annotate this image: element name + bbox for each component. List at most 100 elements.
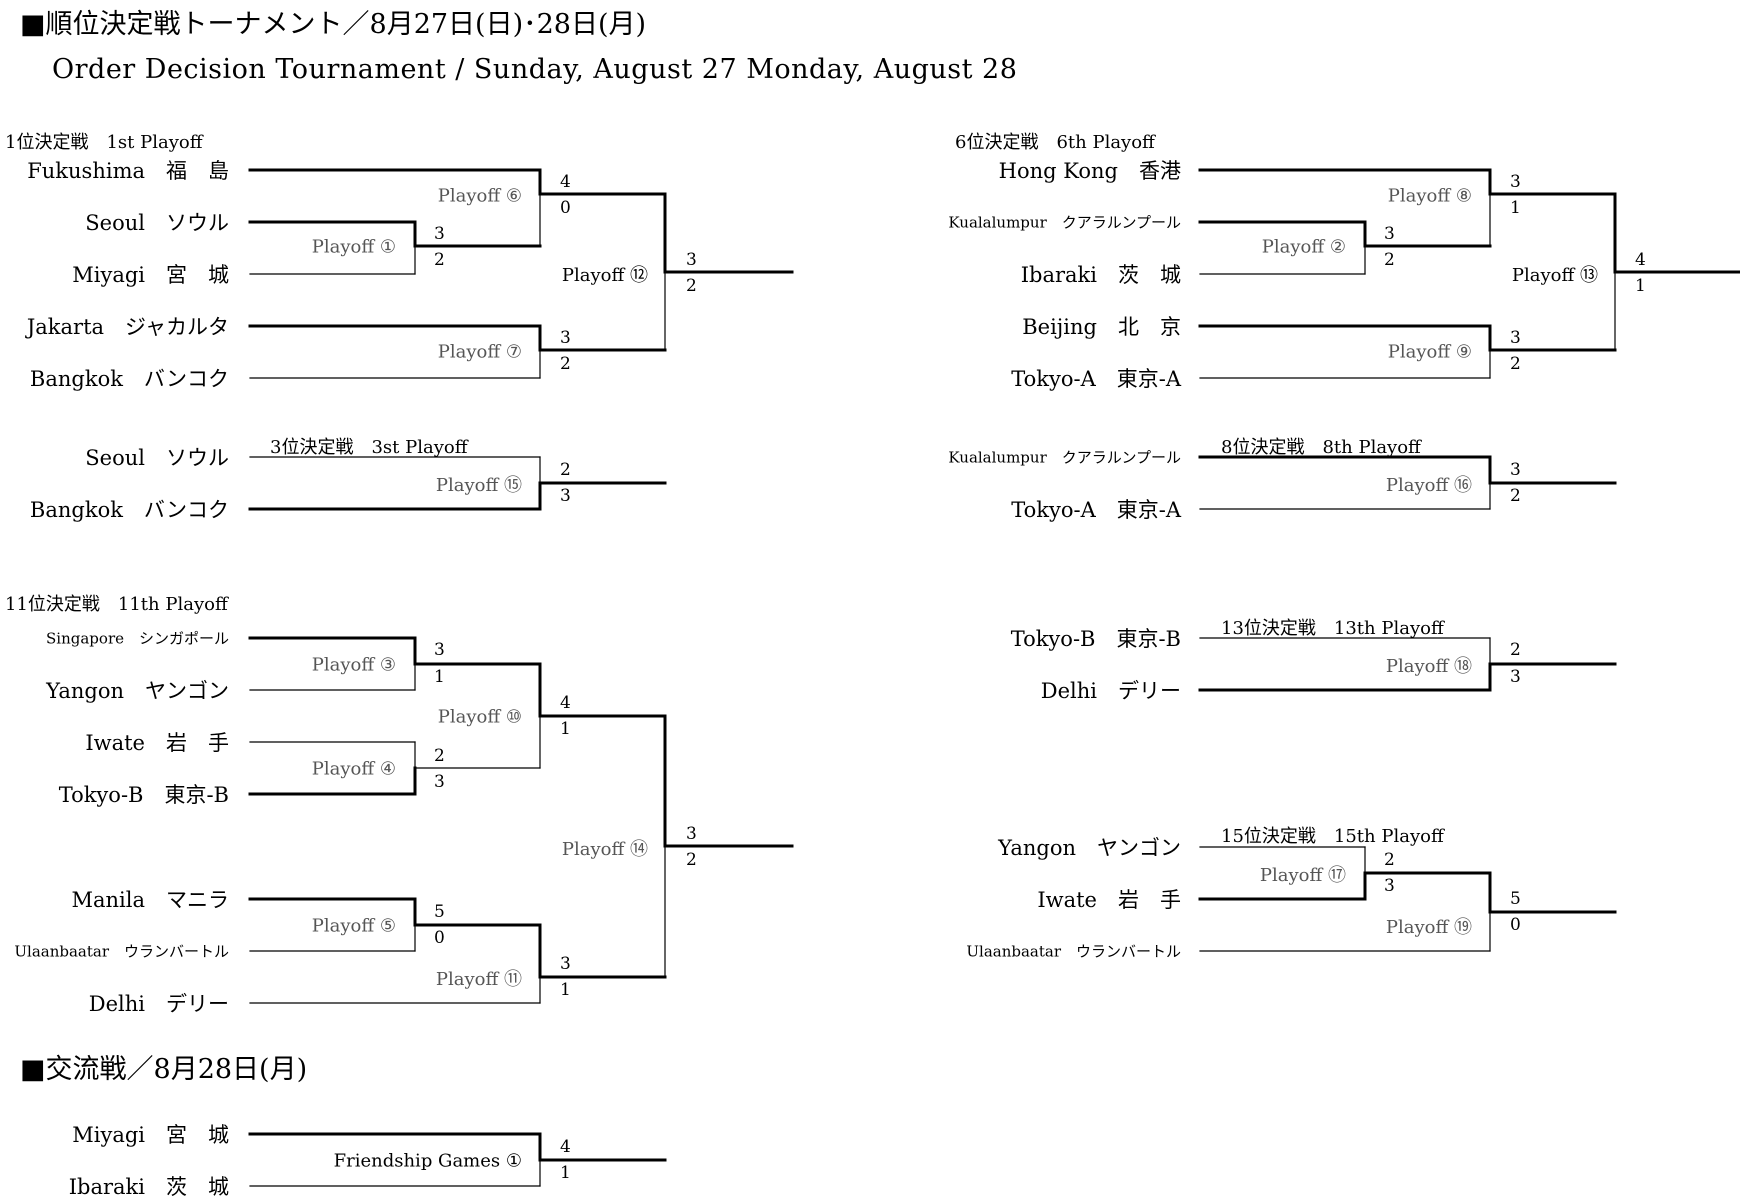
- team-name: Ulaanbaatar ウランバートル: [14, 942, 229, 961]
- match-label: Playoff ⑭: [561, 839, 648, 860]
- score-bottom: 2: [1510, 486, 1521, 506]
- match-label: Playoff ⑯: [1385, 475, 1472, 496]
- score-top: 5: [1510, 889, 1521, 909]
- score-bottom: 3: [434, 772, 445, 792]
- score-bottom: 1: [1635, 276, 1646, 296]
- team-name: Miyagi 宮 城: [72, 263, 229, 287]
- match-label: Playoff ⑨: [1387, 341, 1472, 363]
- match-label: Playoff ⑱: [1385, 656, 1472, 677]
- score-top: 4: [560, 1137, 571, 1157]
- match-label: Playoff ⑪: [435, 969, 522, 990]
- score-bottom: 1: [1510, 198, 1521, 218]
- score-top: 3: [686, 250, 697, 270]
- score-bottom: 2: [560, 354, 571, 374]
- page-title-jp: ■順位決定戦トーナメント／8月27日(日)･28日(月): [20, 9, 647, 40]
- team-name: Tokyo-B 東京-B: [1010, 627, 1181, 651]
- team-name: Bangkok バンコク: [29, 498, 229, 522]
- team-name: Beijing 北 京: [1022, 315, 1181, 339]
- bracket-title: 3位決定戦 3st Playoff: [270, 437, 468, 458]
- bracket-title: 13位決定戦 13th Playoff: [1221, 618, 1444, 639]
- team-name: Yangon ヤンゴン: [46, 679, 229, 703]
- match-label: Playoff ③: [311, 654, 396, 676]
- match-label: Playoff ①: [311, 236, 396, 258]
- team-name: Iwate 岩 手: [85, 731, 229, 755]
- score-bottom: 3: [1384, 876, 1395, 896]
- bracket-title: 6位決定戦 6th Playoff: [955, 132, 1155, 153]
- score-bottom: 1: [434, 667, 445, 687]
- score-bottom: 1: [560, 980, 571, 1000]
- score-bottom: 2: [686, 276, 697, 296]
- bracket-title: 15位決定戦 15th Playoff: [1221, 826, 1444, 847]
- match-label: Playoff ②: [1261, 236, 1346, 258]
- team-name: Seoul ソウル: [85, 211, 229, 235]
- team-name: Delhi デリー: [88, 992, 229, 1016]
- match-label: Playoff ⑬: [1511, 265, 1598, 286]
- team-name: Yangon ヤンゴン: [998, 836, 1181, 860]
- team-name: Ibaraki 茨 城: [68, 1175, 229, 1199]
- score-top: 2: [1510, 640, 1521, 660]
- match-label: Playoff ⑥: [437, 185, 522, 207]
- score-top: 3: [434, 640, 445, 660]
- team-name: Bangkok バンコク: [29, 367, 229, 391]
- match-label: Playoff ⑲: [1385, 917, 1472, 938]
- score-top: 4: [1635, 250, 1646, 270]
- team-name: Tokyo-B 東京-B: [58, 783, 229, 807]
- bracket-title: 8位決定戦 8th Playoff: [1221, 437, 1421, 458]
- score-top: 2: [560, 460, 571, 480]
- match-label: Playoff ④: [311, 758, 396, 780]
- team-name: Delhi デリー: [1040, 679, 1181, 703]
- score-bottom: 0: [560, 198, 571, 218]
- match-label: Playoff ⑧: [1387, 185, 1472, 207]
- match-label: Playoff ⑩: [437, 706, 522, 728]
- team-name: Kualalumpur クアラルンプール: [948, 213, 1181, 232]
- team-name: Ibaraki 茨 城: [1020, 263, 1181, 287]
- score-top: 3: [1384, 224, 1395, 244]
- score-bottom: 1: [560, 719, 571, 739]
- team-name: Kualalumpur クアラルンプール: [948, 448, 1181, 467]
- score-top: 3: [1510, 328, 1521, 348]
- match-label: Playoff ⑦: [437, 341, 522, 363]
- score-bottom: 3: [1510, 667, 1521, 687]
- match-label: Playoff ⑤: [311, 915, 396, 937]
- score-bottom: 2: [1384, 250, 1395, 270]
- team-name: Hong Kong 香港: [998, 159, 1181, 183]
- score-top: 3: [434, 224, 445, 244]
- match-label: Playoff ⑰: [1259, 865, 1346, 886]
- score-top: 2: [1384, 850, 1395, 870]
- team-name: Ulaanbaatar ウランバートル: [966, 942, 1181, 961]
- team-name: Tokyo-A 東京-A: [1011, 498, 1181, 522]
- team-name: Iwate 岩 手: [1037, 888, 1181, 912]
- team-name: Miyagi 宮 城: [72, 1123, 229, 1147]
- score-top: 3: [1510, 460, 1521, 480]
- score-top: 2: [434, 746, 445, 766]
- match-label: Playoff ⑫: [561, 265, 648, 286]
- score-bottom: 0: [1510, 915, 1521, 935]
- score-top: 5: [434, 902, 445, 922]
- bracket-title: 11位決定戦 11th Playoff: [5, 594, 228, 615]
- score-top: 4: [560, 172, 571, 192]
- score-top: 4: [560, 693, 571, 713]
- friendship-heading: ■交流戦／8月28日(月): [20, 1054, 308, 1085]
- team-name: Singapore シンガポール: [46, 629, 229, 648]
- score-bottom: 2: [1510, 354, 1521, 374]
- score-bottom: 1: [560, 1163, 571, 1183]
- team-name: Tokyo-A 東京-A: [1011, 367, 1181, 391]
- score-bottom: 3: [560, 486, 571, 506]
- score-top: 3: [686, 824, 697, 844]
- match-label: Friendship Games ①: [333, 1150, 522, 1172]
- team-name: Jakarta ジャカルタ: [26, 315, 229, 339]
- page-title-en: Order Decision Tournament / Sunday, Augu…: [52, 54, 1018, 85]
- team-name: Seoul ソウル: [85, 446, 229, 470]
- score-top: 3: [560, 954, 571, 974]
- score-bottom: 0: [434, 928, 445, 948]
- match-label: Playoff ⑮: [435, 475, 522, 496]
- score-top: 3: [1510, 172, 1521, 192]
- score-top: 3: [560, 328, 571, 348]
- team-name: Fukushima 福 島: [27, 159, 229, 183]
- bracket-title: 1位決定戦 1st Playoff: [5, 132, 203, 153]
- score-bottom: 2: [434, 250, 445, 270]
- team-name: Manila マニラ: [71, 888, 230, 912]
- score-bottom: 2: [686, 850, 697, 870]
